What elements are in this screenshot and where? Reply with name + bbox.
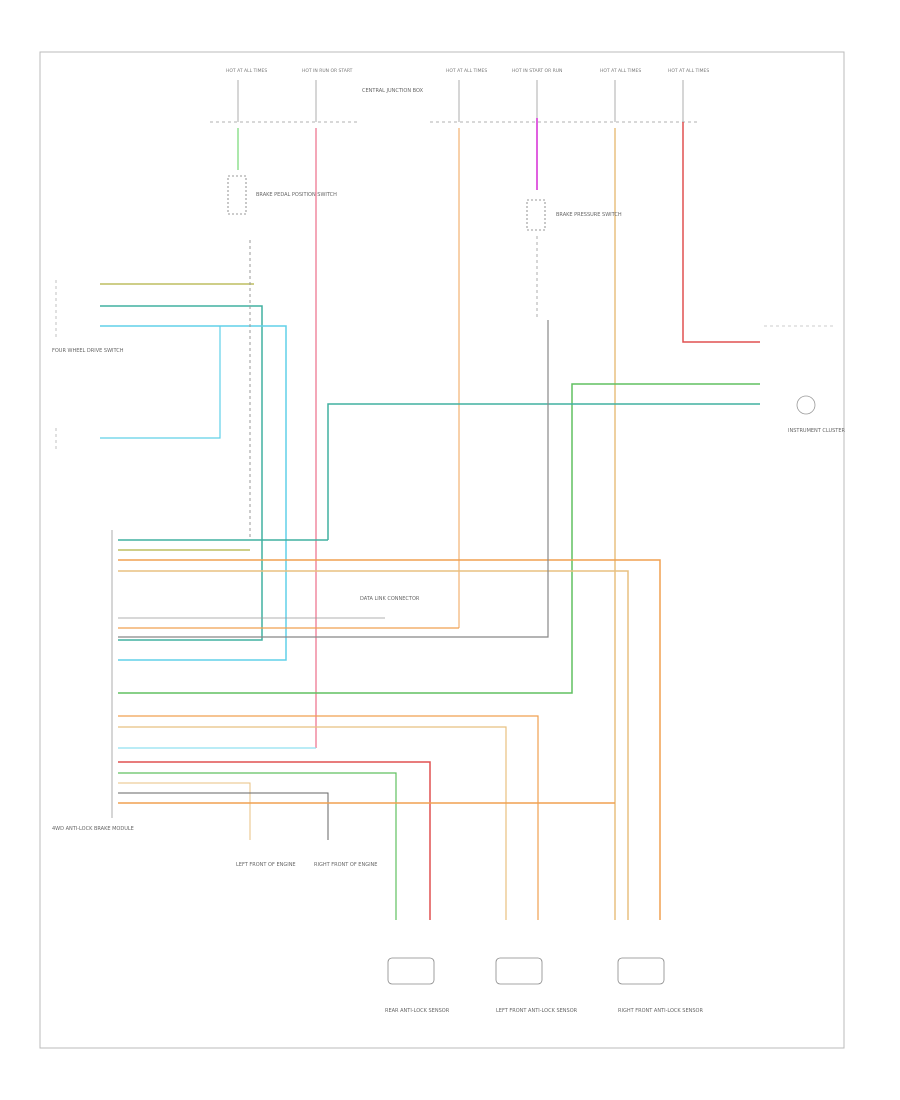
wire xyxy=(682,122,760,343)
four-wd-switch-label: FOUR WHEEL DRIVE SWITCH xyxy=(52,348,124,354)
fuse-label: HOT IN START OR RUN xyxy=(512,68,562,74)
central-junction-label: CENTRAL JUNCTION BOX xyxy=(362,88,424,94)
brake-switch-symbol xyxy=(227,175,247,215)
wire xyxy=(100,305,263,641)
ground-label: RIGHT FRONT OF ENGINE xyxy=(314,862,377,868)
sensor-rf: RIGHT FRONT ANTI-LOCK SENSOR xyxy=(617,957,703,1014)
fuse-label: HOT AT ALL TIMES xyxy=(668,68,709,74)
sensor-rf-label: RIGHT FRONT ANTI-LOCK SENSOR xyxy=(618,1008,703,1014)
module-pins xyxy=(118,320,661,920)
wire xyxy=(100,326,221,439)
sensor-rear-label: REAR ANTI-LOCK SENSOR xyxy=(385,1008,450,1014)
fuse-label: HOT AT ALL TIMES xyxy=(446,68,487,74)
abs-module-label: 4WD ANTI-LOCK BRAKE MODULE xyxy=(52,826,134,832)
fuse-label: HOT AT ALL TIMES xyxy=(226,68,267,74)
sensor-lf-label: LEFT FRONT ANTI-LOCK SENSOR xyxy=(496,1008,578,1014)
sensor-lf: LEFT FRONT ANTI-LOCK SENSOR xyxy=(495,957,578,1014)
brake-pressure-switch-symbol xyxy=(526,199,546,231)
wire xyxy=(100,325,287,661)
fuse-row xyxy=(210,80,700,123)
brake-pressure-switch-label: BRAKE PRESSURE SWITCH xyxy=(556,212,622,218)
fuse-labels: HOT AT ALL TIMES HOT IN RUN OR START HOT… xyxy=(226,68,709,74)
ground-label: LEFT FRONT OF ENGINE xyxy=(236,862,296,868)
diagram-border xyxy=(39,51,845,1049)
data-link-label: DATA LINK CONNECTOR xyxy=(360,596,420,602)
sensor-rear: REAR ANTI-LOCK SENSOR xyxy=(385,957,450,1014)
fuse-label: HOT IN RUN OR START xyxy=(302,68,353,74)
wire xyxy=(118,383,760,694)
instrument-cluster-label: INSTRUMENT CLUSTER xyxy=(788,428,846,434)
instrument-cluster-symbol xyxy=(796,395,816,415)
fuse-label: HOT AT ALL TIMES xyxy=(600,68,641,74)
brake-switch-label: BRAKE PEDAL POSITION SWITCH xyxy=(256,192,337,198)
wire xyxy=(327,403,760,540)
